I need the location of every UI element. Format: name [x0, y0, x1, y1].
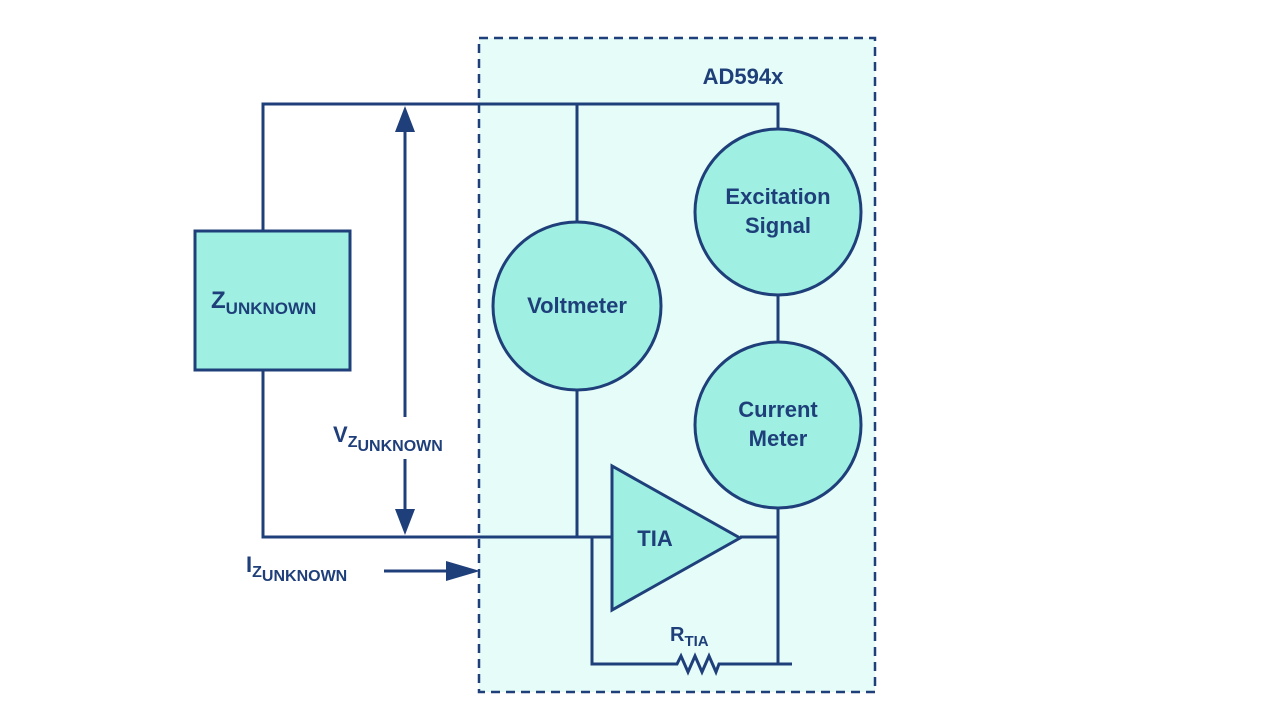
unknown-impedance-label: ZUNKNOWN — [211, 287, 316, 318]
bottom-wire — [261, 370, 612, 539]
voltmeter-label: Voltmeter — [527, 293, 627, 318]
excitation-signal-circle — [693, 127, 863, 297]
current-meter-circle — [693, 340, 863, 510]
unknown-impedance-box — [193, 229, 352, 372]
voltage-arrow — [395, 106, 415, 535]
circuit-wires — [261, 102, 792, 676]
voltage-label-backdrop — [330, 417, 475, 459]
voltage-label: VZUNKNOWN — [333, 422, 443, 455]
tia-label: TIA — [637, 526, 673, 551]
top-wire — [261, 102, 780, 231]
voltage-arrow-down-head — [395, 509, 415, 535]
resistor-symbol — [668, 652, 792, 676]
resistor-label: RTIA — [670, 624, 709, 650]
current-arrow — [384, 561, 480, 581]
chip-label: AD594x — [703, 64, 784, 89]
tia-amplifier — [610, 463, 744, 613]
feedback-wire — [590, 537, 668, 666]
current-label: IZUNKNOWN — [246, 552, 347, 585]
voltage-arrow-up-head — [395, 106, 415, 132]
voltmeter-circle — [491, 220, 663, 392]
